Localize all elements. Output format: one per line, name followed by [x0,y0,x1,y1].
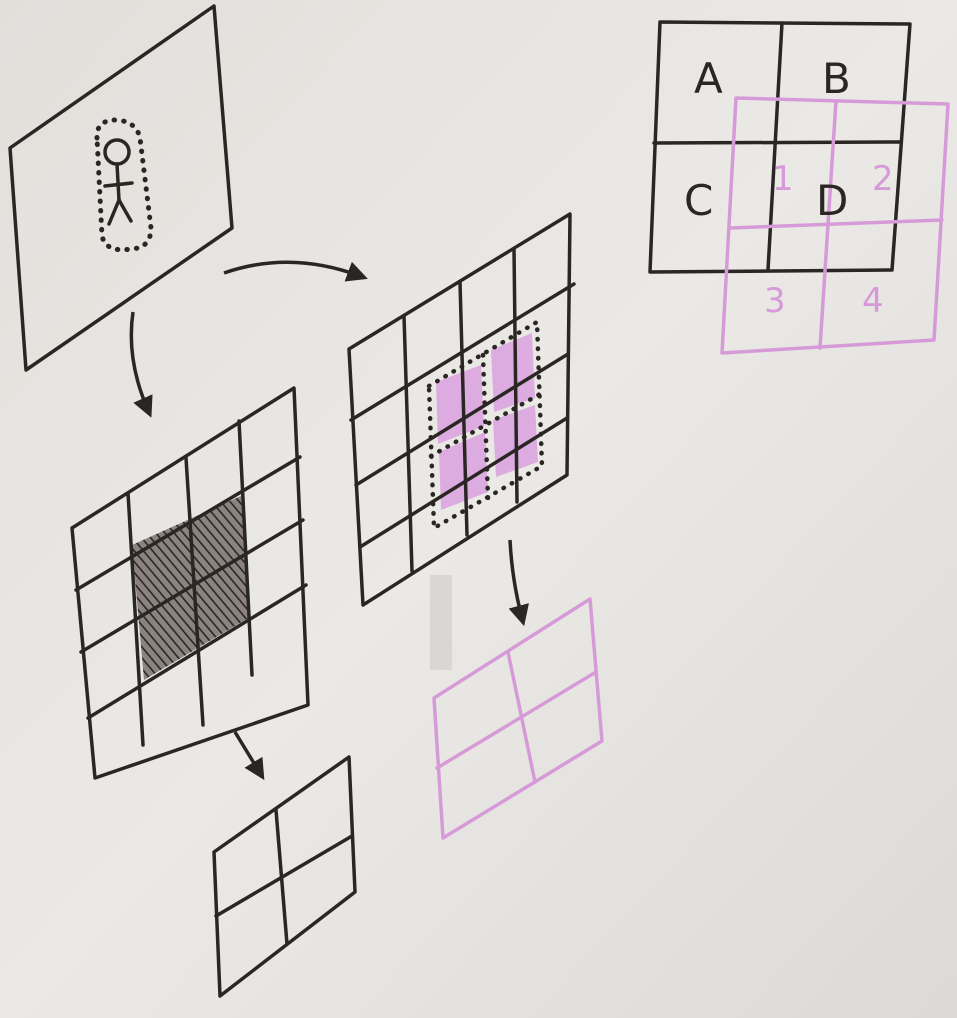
corner-grid-black [648,20,912,274]
arrow-down-left [129,311,153,418]
feature-map-left-outline [70,386,310,780]
corner-grid-pink-outline [720,96,950,355]
pooling-region-dotted [426,318,545,532]
region-of-interest-dotted [94,117,154,253]
grid-line [728,218,944,230]
label-1: 1 [772,159,794,199]
label-3: 3 [764,281,786,321]
output-grid-pink-outline [432,597,604,840]
board-shadow-strip [430,575,452,670]
pink-cell [436,365,484,444]
grid-line [274,808,289,946]
grid-line [126,491,145,747]
feature-map-middle-outline [347,212,572,607]
arrow-right [223,260,368,282]
label-b: B [822,54,851,103]
grid-line [214,834,354,918]
grid-line [237,419,254,677]
corner-grid-pink [720,96,950,355]
grid-line [818,99,838,350]
pink-cell [491,333,535,412]
grid-line [79,518,305,654]
grid-line [766,21,784,272]
output-grid-pink [432,597,604,840]
label-a: A [694,54,723,103]
grid-line [652,140,903,145]
stick-figure-icon [103,138,134,226]
grid-line [358,416,569,549]
grid-line [458,280,469,537]
grid-line [402,314,414,573]
output-grid-black-outline [212,755,357,998]
grid-line [184,456,205,727]
corner-grid-black-outline [648,20,912,274]
label-4: 4 [862,281,884,321]
grid-line [354,352,570,487]
pooling-divider-dotted [428,391,543,459]
label-d: D [816,176,848,225]
label-c: C [684,176,713,225]
arrow-down-small [233,731,265,781]
grid-line [435,670,598,770]
grid-line [512,247,519,504]
input-image-frame [8,4,234,372]
input-image-panel [8,4,234,372]
label-2: 2 [872,159,894,199]
feature-map-hatched [70,386,310,780]
arrow-down-pink [508,539,529,627]
grid-line [506,650,537,784]
grid-line [74,455,302,592]
output-grid-black [212,755,357,998]
feature-map-pink [347,212,576,607]
